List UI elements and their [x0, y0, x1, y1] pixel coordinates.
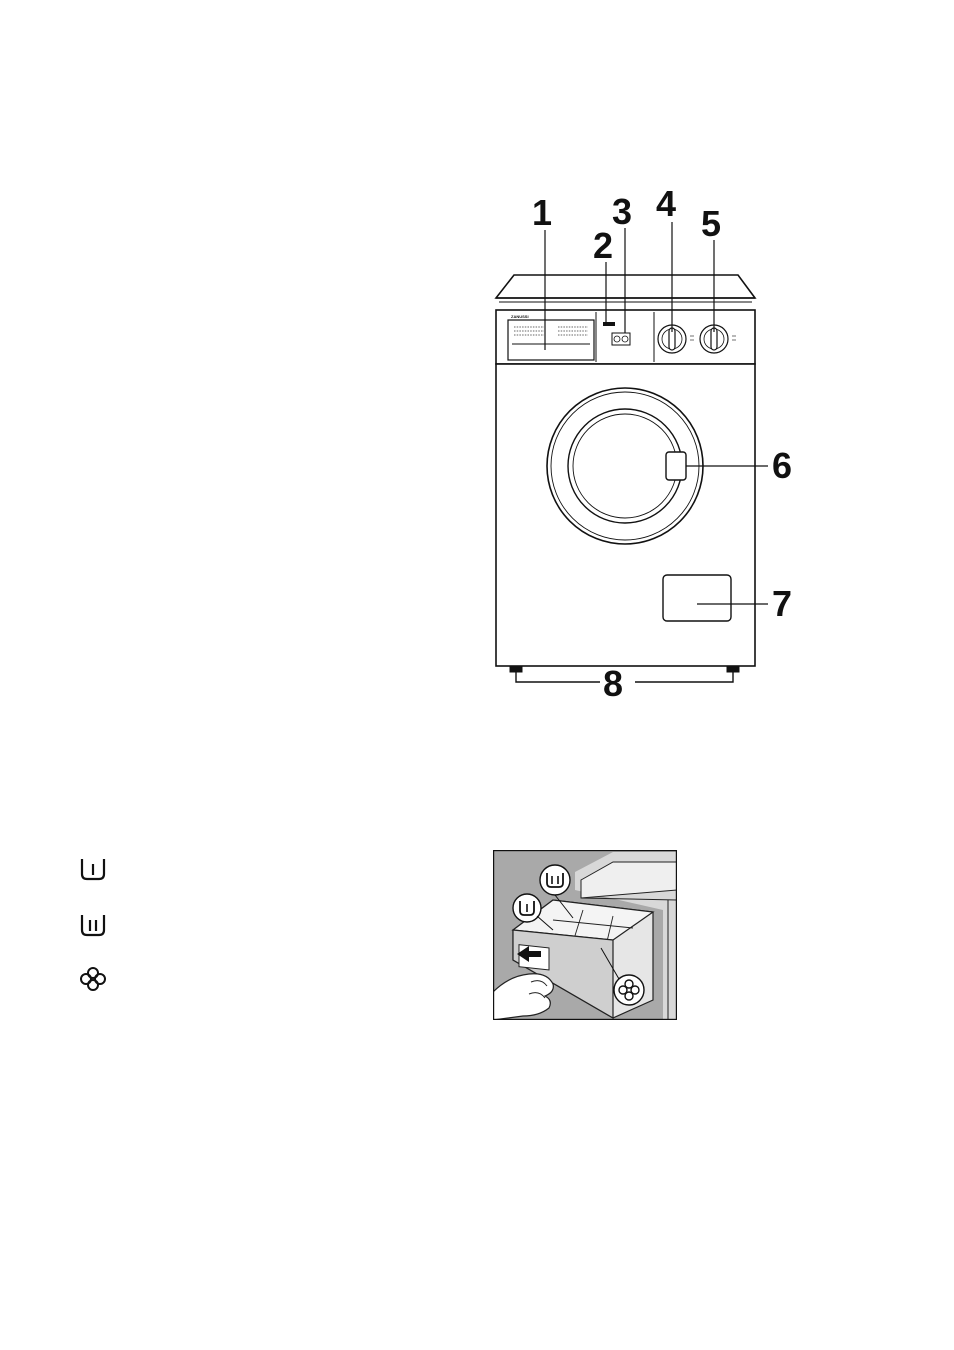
- main-wash-compartment-icon: [78, 912, 108, 938]
- detergent-drawer-illustration: [493, 850, 677, 1020]
- callout-2: 2: [593, 225, 613, 266]
- callout-5: 5: [701, 203, 721, 244]
- door-handle: [666, 452, 686, 480]
- detergent-drawer: [508, 320, 594, 360]
- adjustable-feet: [510, 666, 739, 682]
- callout-8: 8: [603, 663, 623, 704]
- callout-1: 1: [532, 192, 552, 233]
- callout-6: 6: [772, 445, 792, 486]
- machine-brand: ZANUSSI: [511, 314, 529, 319]
- callout-3: 3: [612, 191, 632, 232]
- filter-flap: [663, 575, 731, 621]
- callout-7: 7: [772, 583, 792, 624]
- callout-4: 4: [656, 183, 676, 224]
- softener-compartment-icon: [78, 966, 108, 992]
- prewash-compartment-icon: [78, 856, 108, 882]
